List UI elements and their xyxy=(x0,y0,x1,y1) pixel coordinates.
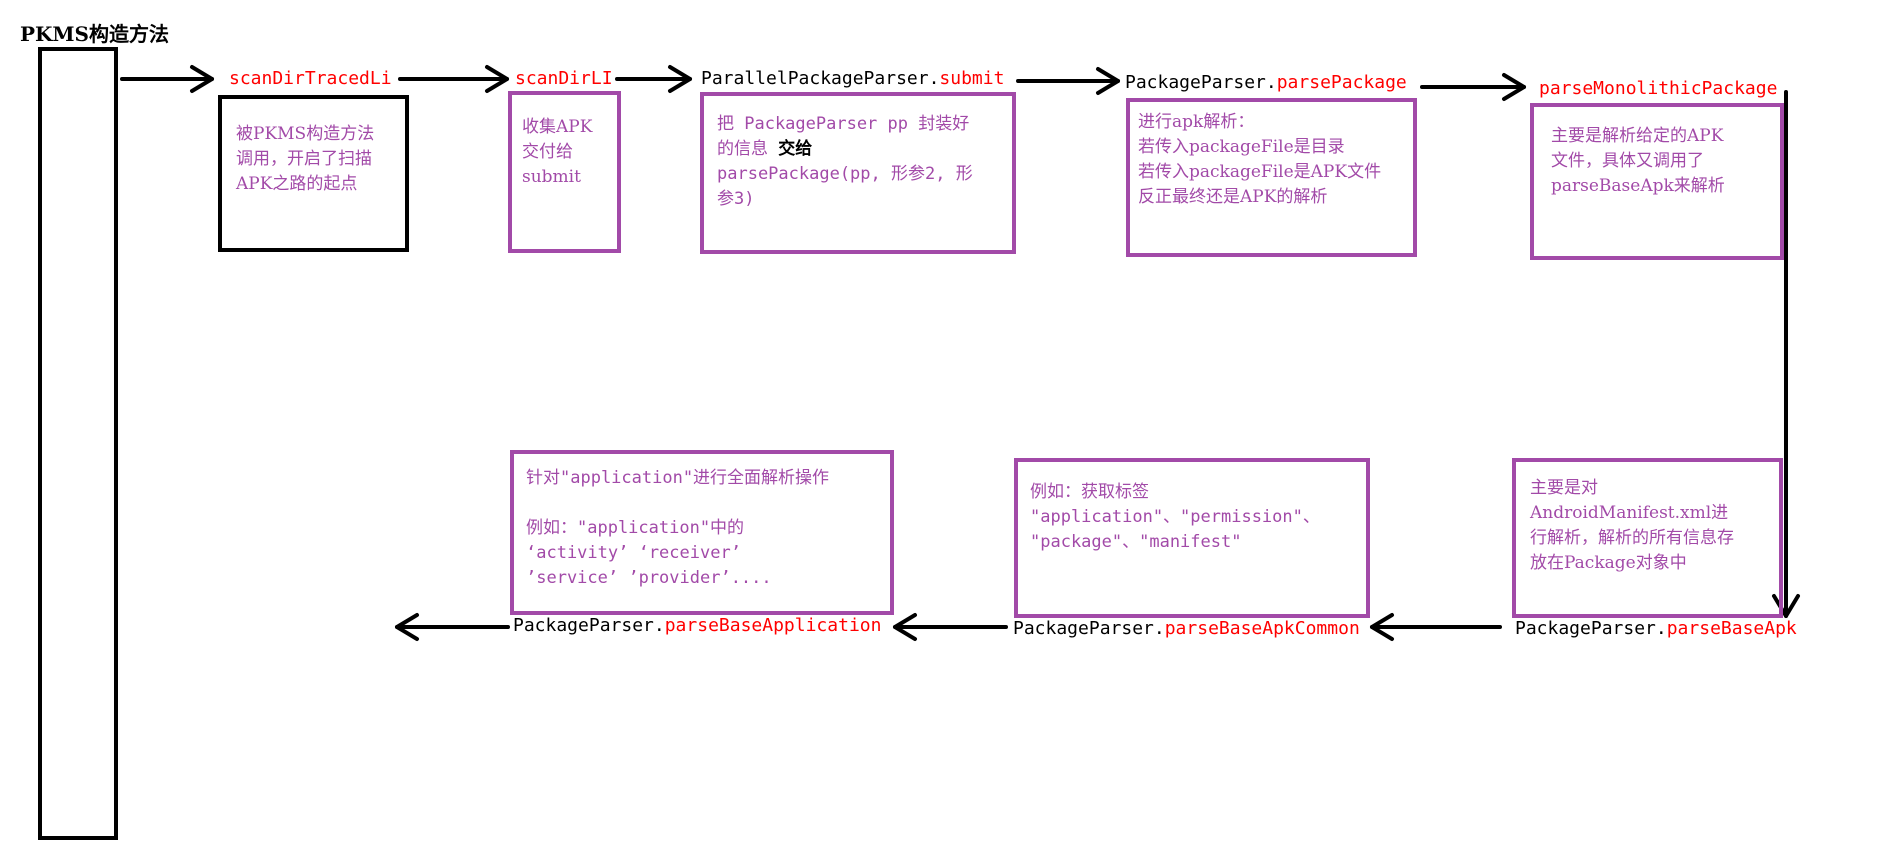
node-parseBaseApplication-label: PackageParser.parseBaseApplication xyxy=(513,615,881,636)
node-submit-box xyxy=(700,92,1016,254)
arrowhead-6 xyxy=(1772,594,1800,618)
node-parseBaseApk-label: PackageParser.parseBaseApk xyxy=(1515,618,1797,639)
node-parseBaseApkCommon-class: PackageParser. xyxy=(1013,618,1165,639)
node-submit-method: submit xyxy=(939,68,1005,89)
node-parsePackage-box xyxy=(1126,98,1417,257)
node-parseBaseApk-class: PackageParser. xyxy=(1515,618,1667,639)
node-parseBaseApkCommon-note: 例如：获取标签 "application"、"permission"、 "pac… xyxy=(1030,482,1320,552)
arrowhead-7 xyxy=(1370,613,1394,641)
node-parseBaseApk-box xyxy=(1512,458,1783,618)
node-parseBaseApplication-note: 针对"application"进行全面解析操作 例如："application"… xyxy=(526,468,830,588)
arrowhead-2 xyxy=(485,65,509,93)
node-parseMonolithicPackage-note: 主要是解析给定的APK 文件，具体又调用了 parseBaseApk来解析 xyxy=(1551,126,1725,196)
node-scanDirTracedLi-box xyxy=(218,95,409,252)
node-submit-class: ParallelPackageParser. xyxy=(701,68,940,89)
node-parseBaseApplication-box xyxy=(510,450,894,615)
node-parseBaseApplication-class: PackageParser. xyxy=(513,615,665,636)
node-parsePackage-label: PackageParser.parsePackage xyxy=(1125,72,1407,93)
arrowhead-5 xyxy=(1502,73,1526,101)
arrowhead-9 xyxy=(395,613,419,641)
node-submit-label: ParallelPackageParser.submit xyxy=(701,68,1004,89)
node-submit-note-c: parsePackage(pp, 形参2, 形 参3) xyxy=(717,164,973,209)
constructor-bar xyxy=(38,47,118,840)
node-parseMonolithicPackage-box xyxy=(1530,103,1784,260)
node-parseBaseApk-method: parseBaseApk xyxy=(1666,618,1797,639)
node-scanDirTracedLi-label: scanDirTracedLi xyxy=(229,68,392,89)
node-parseBaseApk-note: 主要是对 AndroidManifest.xml进 行解析，解析的所有信息存 放… xyxy=(1530,478,1734,573)
node-submit-note: 把 PackageParser pp 封装好 的信息 交给 parsePacka… xyxy=(717,112,973,212)
node-submit-note-b: 交给 xyxy=(778,139,813,159)
node-parseBaseApkCommon-label: PackageParser.parseBaseApkCommon xyxy=(1013,618,1360,639)
node-parsePackage-note: 进行apk解析： 若传入packageFile是目录 若传入packageFil… xyxy=(1138,112,1382,207)
node-parseBaseApkCommon-method: parseBaseApkCommon xyxy=(1164,618,1360,639)
arrowhead-1 xyxy=(190,65,214,93)
node-parseBaseApkCommon-box xyxy=(1014,458,1370,618)
node-scanDirLI-note: 收集APK 交付给 submit xyxy=(522,117,593,187)
node-parsePackage-class: PackageParser. xyxy=(1125,72,1277,93)
node-parsePackage-method: parsePackage xyxy=(1276,72,1407,93)
arrowhead-4 xyxy=(1096,67,1120,95)
node-scanDirLI-label: scanDirLI xyxy=(515,68,613,89)
arrowhead-8 xyxy=(893,613,917,641)
node-scanDirLI-box xyxy=(508,91,621,253)
node-scanDirTracedLi-note: 被PKMS构造方法 调用，开启了扫描 APK之路的起点 xyxy=(236,124,375,194)
arrowhead-3 xyxy=(668,65,692,93)
node-parseMonolithicPackage-label: parseMonolithicPackage xyxy=(1539,78,1778,99)
diagram-title: PKMS构造方法 xyxy=(20,22,170,46)
node-parseBaseApplication-method: parseBaseApplication xyxy=(664,615,882,636)
node-submit-note-a: 把 PackageParser pp 封装好 的信息 xyxy=(717,114,970,159)
